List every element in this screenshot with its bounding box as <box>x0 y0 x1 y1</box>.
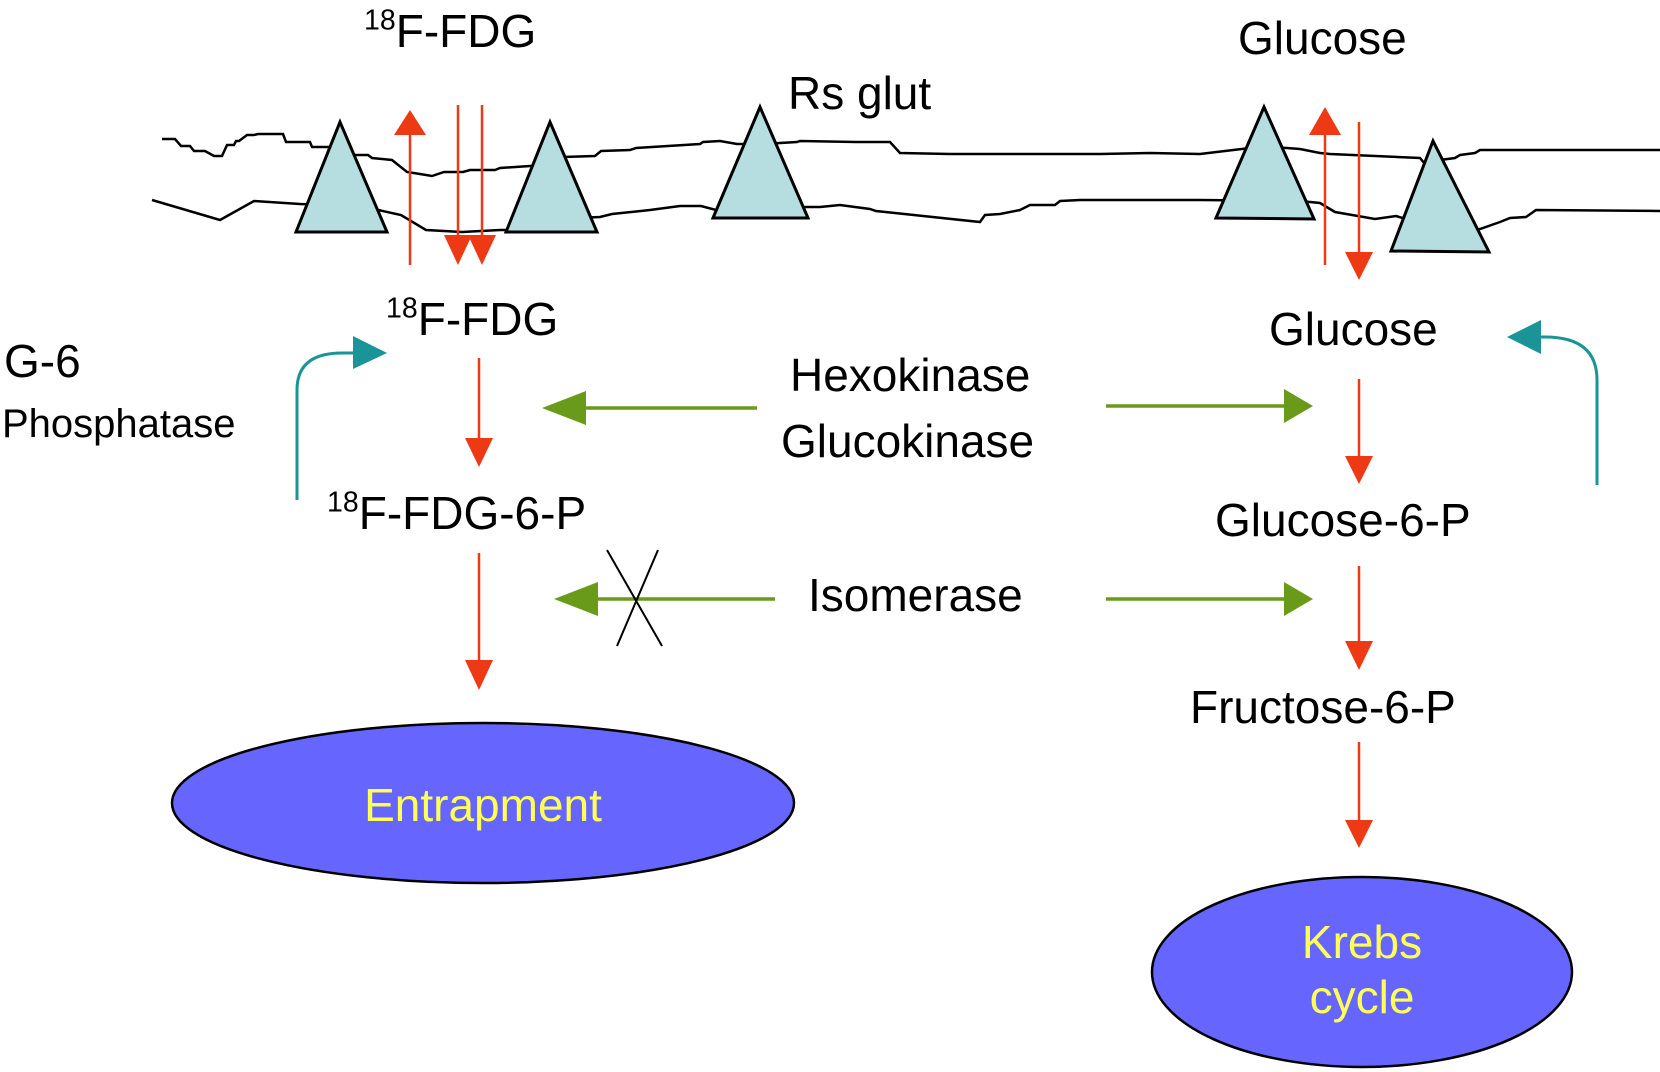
hexokinase-label: Hexokinase <box>790 349 1031 401</box>
phosphatase-glucose-arrowhead <box>1507 320 1541 354</box>
glut-transporter-5 <box>1388 137 1492 254</box>
glucose-pathway-arrows <box>1345 379 1373 848</box>
fdg-influx-arrowhead-1 <box>444 235 472 265</box>
phosphatase-label-line1: G-6 <box>4 335 81 387</box>
krebs-cycle-label: Krebs cycle <box>1152 915 1572 1025</box>
isomerase-right-arrowhead <box>1284 582 1313 616</box>
fdg6p-to-entrapment-arrowhead <box>465 660 493 690</box>
phosphatase-label-line2: Phosphatase <box>2 402 236 446</box>
glut-transporter-2 <box>503 118 600 234</box>
glucokinase-label: Glucokinase <box>781 415 1035 467</box>
fdg6p-label: 18F-FDG-6-P <box>327 486 587 539</box>
extracellular-glucose-label: Glucose <box>1238 12 1407 64</box>
glut-transporters <box>293 103 1492 254</box>
entrapment-label: Entrapment <box>364 779 602 831</box>
f6p-label: Fructose-6-P <box>1190 681 1456 733</box>
fdg-influx-arrowhead-2 <box>468 235 496 265</box>
isomerase-left-arrowhead <box>554 582 598 616</box>
fdg-transport-arrows <box>394 105 496 265</box>
g6p-to-f6p-arrowhead <box>1345 641 1373 670</box>
glucose-efflux-arrowhead <box>1309 107 1341 135</box>
blocked-cross-icon <box>606 549 663 647</box>
fdg-to-fdg6p-arrowhead <box>465 438 493 467</box>
f6p-to-krebs-arrowhead <box>1345 820 1373 848</box>
enzyme-arrows <box>542 389 1313 616</box>
fdg-efflux-arrowhead <box>394 110 426 135</box>
intracellular-fdg-label: 18F-FDG <box>386 292 559 345</box>
isomerase-label: Isomerase <box>808 569 1023 621</box>
g6p-label: Glucose-6-P <box>1215 494 1471 546</box>
glut-transporter-1 <box>293 118 390 234</box>
phosphatase-fdg-arrowhead <box>353 336 387 369</box>
phosphatase-arrows <box>295 320 1599 500</box>
phosphatase-fdg-arrow <box>295 351 355 500</box>
transporter-label: Rs glut <box>788 67 932 119</box>
glucose-transport-arrows <box>1309 107 1373 280</box>
membrane-inner-line <box>151 198 1660 234</box>
hexokinase-right-arrowhead <box>1284 389 1313 423</box>
glut-transporter-4 <box>1213 103 1317 221</box>
krebs-cycle-label-line1: Krebs <box>1301 916 1423 968</box>
glut-transporter-3 <box>710 103 811 220</box>
hexokinase-left-arrowhead <box>542 391 586 425</box>
glucose-to-g6p-arrowhead <box>1345 456 1373 484</box>
entrapment-node <box>170 721 796 885</box>
extracellular-fdg-label: 18F-FDG <box>364 4 537 57</box>
intracellular-glucose-label: Glucose <box>1269 303 1438 355</box>
phosphatase-glucose-arrow <box>1540 335 1599 485</box>
krebs-cycle-node <box>1150 875 1574 1069</box>
fdg-pathway-arrows <box>465 358 493 690</box>
glucose-influx-arrowhead <box>1345 252 1373 280</box>
krebs-cycle-label-line2: cycle <box>1309 971 1415 1024</box>
